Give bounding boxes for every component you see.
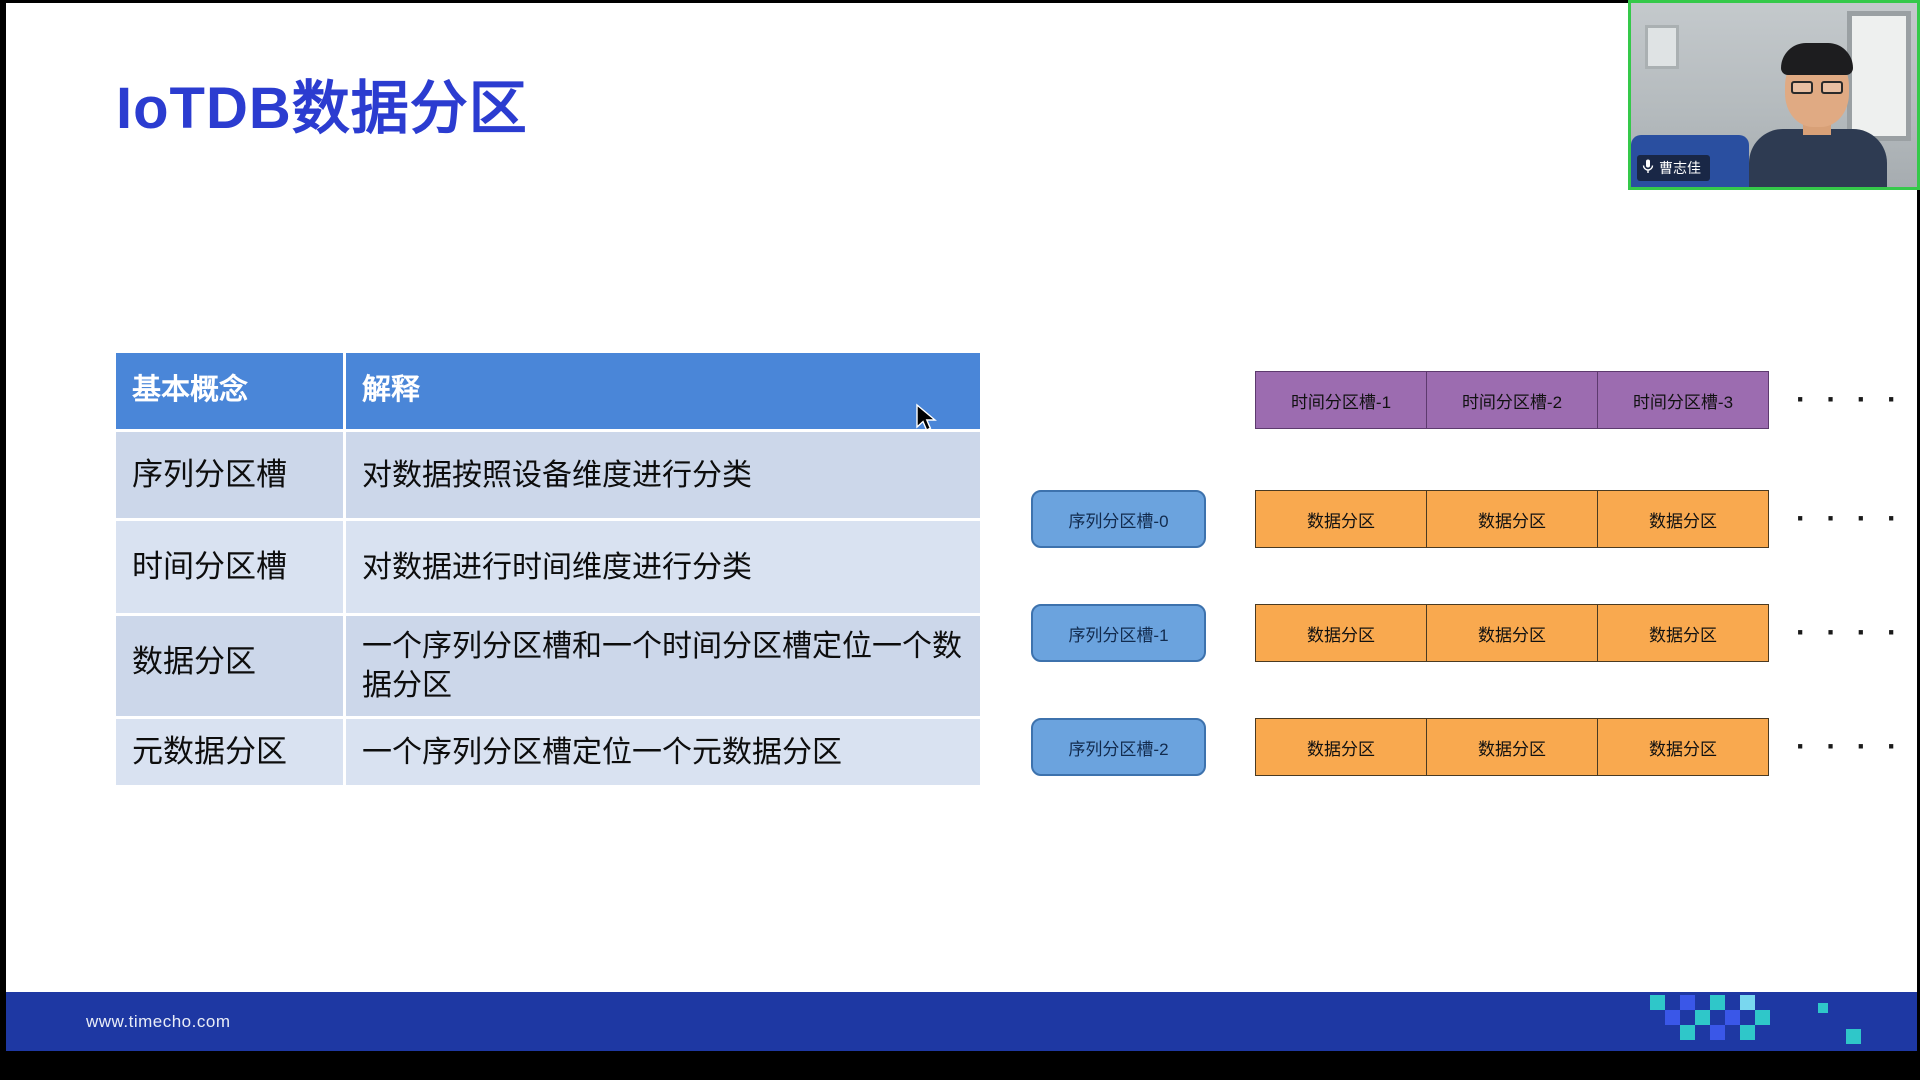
- table-cell-explanation: 一个序列分区槽和一个时间分区槽定位一个数据分区: [346, 616, 980, 716]
- ellipsis-dots: · · · ·: [1796, 383, 1903, 416]
- webcam-video: 曹志佳: [1628, 0, 1920, 190]
- data-partition-cell: 数据分区: [1255, 490, 1427, 548]
- table-cell-explanation: 对数据进行时间维度进行分类: [346, 521, 980, 613]
- person-hair: [1781, 43, 1853, 75]
- wall-art: [1645, 25, 1679, 69]
- data-partition-row: 数据分区 数据分区 数据分区: [1255, 604, 1769, 662]
- person-body: [1749, 129, 1887, 187]
- table-cell-concept: 数据分区: [116, 616, 343, 716]
- time-partition-slot: 时间分区槽-2: [1426, 371, 1598, 429]
- ellipsis-dots: · · · ·: [1796, 502, 1903, 535]
- table-cell-concept: 时间分区槽: [116, 521, 343, 613]
- table-cell-concept: 序列分区槽: [116, 432, 343, 518]
- table-header-explanation: 解释: [346, 353, 980, 429]
- data-partition-cell: 数据分区: [1426, 718, 1598, 776]
- person-glasses: [1791, 81, 1843, 95]
- footer: www.timecho.com: [6, 992, 1917, 1051]
- data-partition-row: 数据分区 数据分区 数据分区: [1255, 490, 1769, 548]
- data-partition-row: 数据分区 数据分区 数据分区: [1255, 718, 1769, 776]
- data-partition-cell: 数据分区: [1597, 718, 1769, 776]
- ellipsis-dots: · · · ·: [1796, 730, 1903, 763]
- table-cell-explanation: 一个序列分区槽定位一个元数据分区: [346, 719, 980, 785]
- ellipsis-dots: · · · ·: [1796, 616, 1903, 649]
- time-partition-slot: 时间分区槽-1: [1255, 371, 1427, 429]
- data-partition-cell: 数据分区: [1426, 604, 1598, 662]
- time-partition-slot-bar: 时间分区槽-1 时间分区槽-2 时间分区槽-3: [1255, 371, 1769, 429]
- microphone-icon: [1642, 159, 1654, 177]
- participant-nametag: 曹志佳: [1637, 155, 1710, 181]
- data-partition-cell: 数据分区: [1255, 604, 1427, 662]
- series-partition-slot: 序列分区槽-2: [1031, 718, 1206, 776]
- time-partition-slot: 时间分区槽-3: [1597, 371, 1769, 429]
- concept-table: 基本概念 解释 序列分区槽 对数据按照设备维度进行分类 时间分区槽 对数据进行时…: [116, 353, 980, 785]
- table-cell-concept: 元数据分区: [116, 719, 343, 785]
- window-background: [1847, 11, 1911, 141]
- data-partition-cell: 数据分区: [1597, 604, 1769, 662]
- data-partition-cell: 数据分区: [1426, 490, 1598, 548]
- table-cell-explanation: 对数据按照设备维度进行分类: [346, 432, 980, 518]
- series-partition-slot: 序列分区槽-1: [1031, 604, 1206, 662]
- table-header-concept: 基本概念: [116, 353, 343, 429]
- data-partition-cell: 数据分区: [1255, 718, 1427, 776]
- data-partition-cell: 数据分区: [1597, 490, 1769, 548]
- page-title: IoTDB数据分区: [116, 76, 528, 141]
- footer-website-link: www.timecho.com: [86, 1011, 231, 1031]
- series-partition-slot: 序列分区槽-0: [1031, 490, 1206, 548]
- mouse-cursor: [914, 403, 940, 438]
- participant-name: 曹志佳: [1659, 160, 1701, 176]
- slide-canvas: IoTDB数据分区 基本概念 解释 序列分区槽 对数据按照设备维度进行分类 时间…: [6, 3, 1917, 1051]
